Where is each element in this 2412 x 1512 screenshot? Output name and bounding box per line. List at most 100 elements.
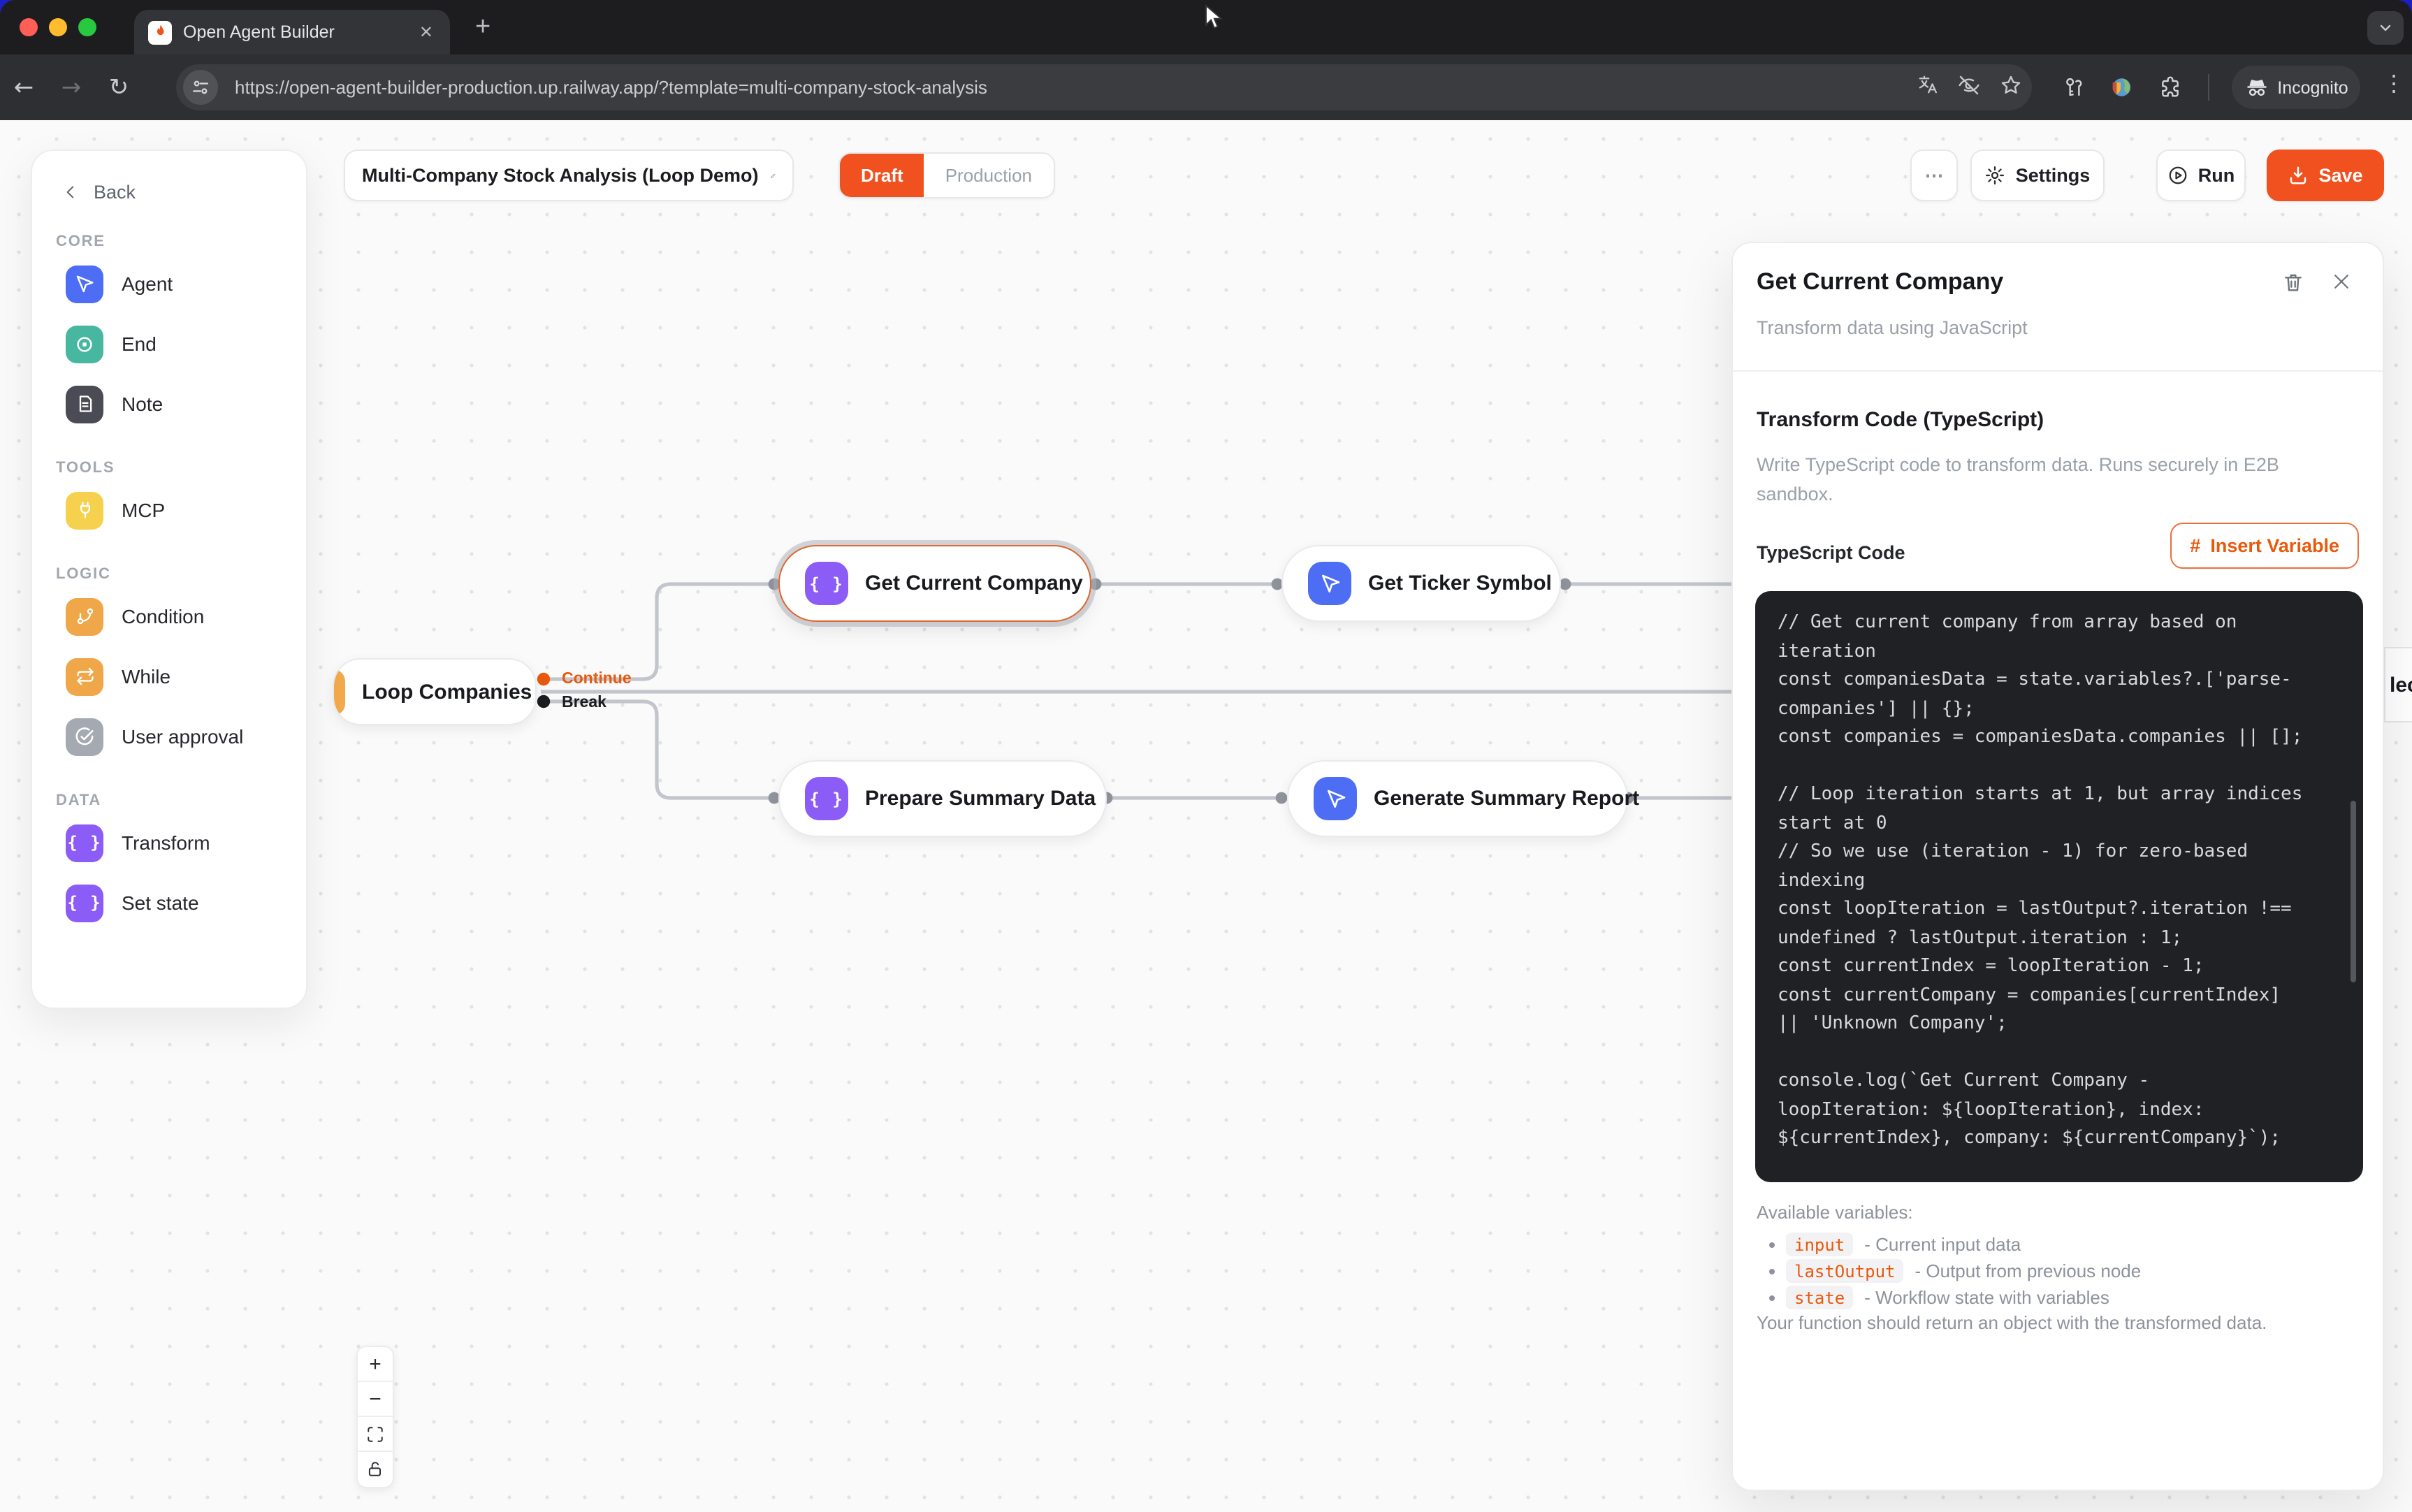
settings-button[interactable]: Settings <box>1970 150 2105 201</box>
panel-subtitle: Transform data using JavaScript <box>1757 317 2028 338</box>
approval-check-icon <box>66 718 103 755</box>
lock-toggle-button[interactable] <box>358 1452 393 1487</box>
window-controls[interactable] <box>20 18 96 36</box>
production-tab[interactable]: Production <box>945 165 1032 186</box>
tab-title: Open Agent Builder <box>183 22 335 42</box>
typescript-code[interactable]: // Get current company from array based … <box>1778 612 2303 1149</box>
sidebar-item-condition[interactable]: Condition <box>66 591 306 641</box>
transform-code-description: Write TypeScript code to transform data.… <box>1757 454 2279 504</box>
toolbar-divider <box>2208 74 2209 101</box>
panel-footer-note: Your function should return an object wi… <box>1757 1312 2267 1333</box>
new-tab-button[interactable]: + <box>475 13 491 42</box>
condition-branch-icon <box>66 597 103 635</box>
translate-icon[interactable] <box>1906 74 1948 101</box>
available-variables-title: Available variables: <box>1757 1202 1913 1223</box>
section-tools: TOOLS <box>56 460 115 477</box>
hash-icon: # <box>2190 535 2201 556</box>
back-button[interactable]: Back <box>61 182 306 203</box>
save-icon <box>2290 166 2306 184</box>
flame-favicon-icon <box>148 20 172 44</box>
mouse-cursor <box>1205 4 1223 29</box>
browser-toolbar: ← → ↻ https://open-agent-builder-product… <box>0 54 2412 120</box>
url-text[interactable]: https://open-agent-builder-production.up… <box>235 77 987 98</box>
save-label: Save <box>2318 165 2363 186</box>
variable-desc: - Current input data <box>1864 1234 2021 1255</box>
site-info-icon[interactable] <box>183 70 218 105</box>
node-label: Get Current Company <box>865 572 1083 595</box>
node-get-ticker-symbol[interactable]: Get Ticker Symbol <box>1281 545 1561 622</box>
globe-shield-extension-icon[interactable] <box>2100 67 2139 106</box>
zoom-out-button[interactable]: − <box>358 1382 393 1417</box>
variable-desc: - Workflow state with variables <box>1864 1287 2109 1308</box>
section-data: DATA <box>56 792 102 809</box>
close-tab-icon[interactable]: ✕ <box>419 22 433 42</box>
passkeys-extension-icon[interactable] <box>2054 67 2093 106</box>
eye-off-icon[interactable] <box>1948 73 1990 101</box>
close-window-button[interactable] <box>20 18 38 36</box>
typescript-code-label: TypeScript Code <box>1757 542 1905 563</box>
transform-braces-icon: { } <box>66 824 103 862</box>
play-circle-icon <box>2169 166 2187 184</box>
bullet-dot <box>1769 1268 1775 1274</box>
gear-icon <box>1986 166 2005 184</box>
more-options-button[interactable]: ⋯ <box>1910 150 1958 201</box>
environment-toggle[interactable]: Draft Production <box>838 152 1054 198</box>
sidebar-item-user-approval[interactable]: User approval <box>66 711 306 762</box>
insert-variable-button[interactable]: # Insert Variable <box>2170 523 2359 569</box>
browser-tab[interactable]: Open Agent Builder ✕ <box>134 10 450 54</box>
forward-nav-icon[interactable]: → <box>61 73 82 101</box>
panel-title: Get Current Company <box>1757 268 2004 295</box>
browser-menu-icon[interactable]: ⋮ <box>2383 73 2405 96</box>
sidebar-item-mcp[interactable]: MCP <box>66 485 306 535</box>
sidebar-item-transform[interactable]: { } Transform <box>66 817 306 868</box>
save-button[interactable]: Save <box>2267 150 2384 201</box>
code-scrollbar[interactable] <box>2351 801 2356 982</box>
delete-node-trash-icon[interactable] <box>2282 271 2304 300</box>
section-core: CORE <box>56 233 106 250</box>
sidebar-item-set-state[interactable]: { } Set state <box>66 878 306 928</box>
tab-search-chevron-icon[interactable] <box>2367 11 2404 45</box>
workflow-title-input[interactable]: Multi-Company Stock Analysis (Loop Demo) <box>344 150 794 201</box>
close-panel-icon[interactable] <box>2331 271 2352 299</box>
workflow-canvas[interactable]: Continue Break Loop Companies { } Get Cu… <box>0 120 2412 1512</box>
node-get-current-company[interactable]: { } Get Current Company <box>778 545 1091 622</box>
while-repeat-icon <box>66 657 103 695</box>
sidebar-item-end[interactable]: End <box>66 319 306 369</box>
node-loop-companies[interactable]: Loop Companies <box>333 658 537 725</box>
mcp-plug-icon <box>66 491 103 529</box>
variable-token: input <box>1786 1233 1854 1256</box>
address-bar[interactable]: https://open-agent-builder-production.up… <box>176 64 2032 110</box>
sidebar-item-while[interactable]: While <box>66 651 306 702</box>
bookmark-star-icon[interactable] <box>1990 73 2032 101</box>
canvas-zoom-controls: + − <box>356 1346 394 1488</box>
edge-label-continue: Continue <box>562 671 632 688</box>
node-prepare-summary-data[interactable]: { } Prepare Summary Data <box>778 760 1107 837</box>
end-target-icon <box>66 325 103 363</box>
insert-variable-label: Insert Variable <box>2210 535 2339 556</box>
transform-braces-icon: { } <box>805 562 848 605</box>
node-label: Loop Companies <box>362 680 532 704</box>
variable-row-input: input - Current input data <box>1769 1233 2021 1256</box>
node-clipped-right-edge[interactable]: lect <box>2384 647 2412 722</box>
code-editor[interactable]: // Get current company from array based … <box>1755 591 2363 1182</box>
edit-pencil-icon[interactable] <box>770 166 776 185</box>
draft-tab[interactable]: Draft <box>840 154 924 197</box>
minimize-window-button[interactable] <box>49 18 67 36</box>
extensions-puzzle-icon[interactable] <box>2151 67 2190 106</box>
maximize-window-button[interactable] <box>78 18 96 36</box>
node-label: Generate Summary Report <box>1374 787 1640 810</box>
set-state-braces-icon: { } <box>66 884 103 922</box>
zoom-in-button[interactable]: + <box>358 1347 393 1382</box>
incognito-badge: Incognito <box>2232 66 2360 109</box>
sidebar-item-note[interactable]: Note <box>66 379 306 429</box>
workflow-title: Multi-Company Stock Analysis (Loop Demo) <box>362 165 759 186</box>
sidebar-item-agent[interactable]: Agent <box>66 259 306 309</box>
fit-view-button[interactable] <box>358 1417 393 1452</box>
variable-desc: - Output from previous node <box>1915 1260 2142 1281</box>
chevron-left-icon <box>66 186 74 198</box>
run-button[interactable]: Run <box>2156 150 2246 201</box>
back-nav-icon[interactable]: ← <box>13 73 34 101</box>
reload-icon[interactable]: ↻ <box>108 73 129 101</box>
node-generate-summary-report[interactable]: Generate Summary Report <box>1287 760 1639 837</box>
